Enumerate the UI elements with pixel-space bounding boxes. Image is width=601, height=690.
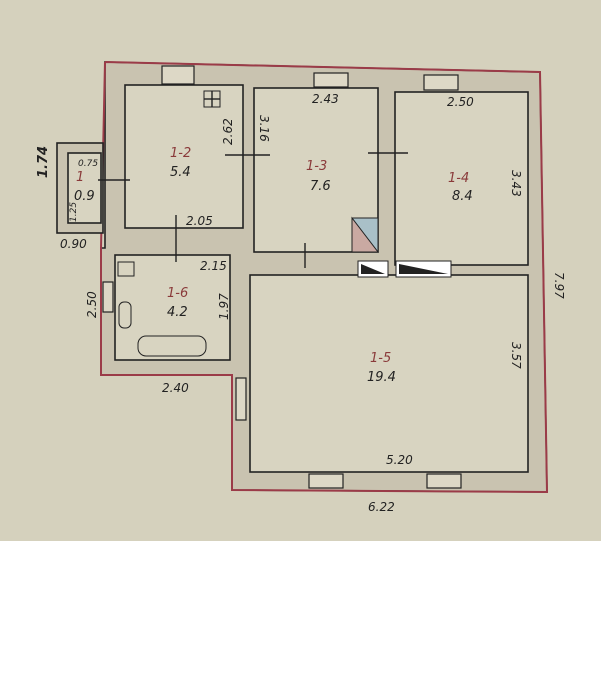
- dimension-label: 7.97: [552, 272, 566, 299]
- room-area: 8.4: [452, 189, 473, 204]
- floor-plan-drawing: 1 0.9 1-2 5.4 1-3 7.6 1-4 8.4 1-5 19.4 1…: [36, 61, 566, 514]
- dimension-label: 2.40: [162, 381, 189, 395]
- dimension-label: 1.97: [217, 293, 231, 320]
- dimension-label: 2.50: [85, 291, 99, 318]
- room-id: 1-3: [306, 159, 327, 174]
- room-id: 1: [76, 170, 84, 185]
- bathtub-icon: [137, 335, 207, 357]
- dimension-label: 2.43: [312, 92, 339, 106]
- dimension-label: 1.25: [69, 202, 79, 222]
- dimension-label: 1.74: [36, 146, 51, 178]
- dimension-label: 2.15: [200, 259, 227, 273]
- dimension-label: 0.90: [60, 237, 87, 251]
- dimension-label: 3.43: [509, 170, 523, 197]
- dimension-label: 2.05: [186, 214, 213, 228]
- dimension-label: 6.22: [368, 500, 395, 514]
- room-id: 1-2: [170, 146, 191, 161]
- dimension-label: 5.20: [386, 453, 413, 467]
- window: [426, 473, 462, 489]
- toilet-icon: [118, 301, 132, 329]
- room-1-5: [249, 274, 529, 473]
- room-area: 5.4: [170, 165, 191, 180]
- window: [102, 281, 114, 313]
- window: [235, 377, 247, 421]
- stove-half-icon: [351, 216, 380, 253]
- room-area: 19.4: [367, 370, 396, 385]
- dimension-label: 2.50: [447, 95, 474, 109]
- room-area: 0.9: [74, 189, 95, 204]
- heater-fill-icon: [399, 264, 448, 274]
- room-id: 1-4: [448, 171, 469, 186]
- window: [161, 65, 195, 85]
- room-1-2: [124, 84, 244, 229]
- window: [308, 473, 344, 489]
- room-id: 1-5: [370, 351, 391, 366]
- room-area: 4.2: [167, 305, 188, 320]
- room-1-1: [67, 152, 102, 224]
- room-1-3: [253, 87, 379, 253]
- dimension-label: 3.16: [257, 115, 271, 142]
- dimension-label: 3.57: [509, 342, 523, 369]
- room-id: 1-6: [167, 286, 188, 301]
- dimension-label: 0.75: [78, 159, 98, 169]
- window: [423, 74, 459, 91]
- window: [313, 72, 349, 88]
- heater-fill-icon: [361, 264, 385, 274]
- room-area: 7.6: [310, 179, 331, 194]
- dimension-label: 2.62: [221, 118, 235, 145]
- room-1-4: [394, 91, 529, 266]
- outer-contour: [100, 61, 549, 494]
- sink-icon: [117, 261, 135, 277]
